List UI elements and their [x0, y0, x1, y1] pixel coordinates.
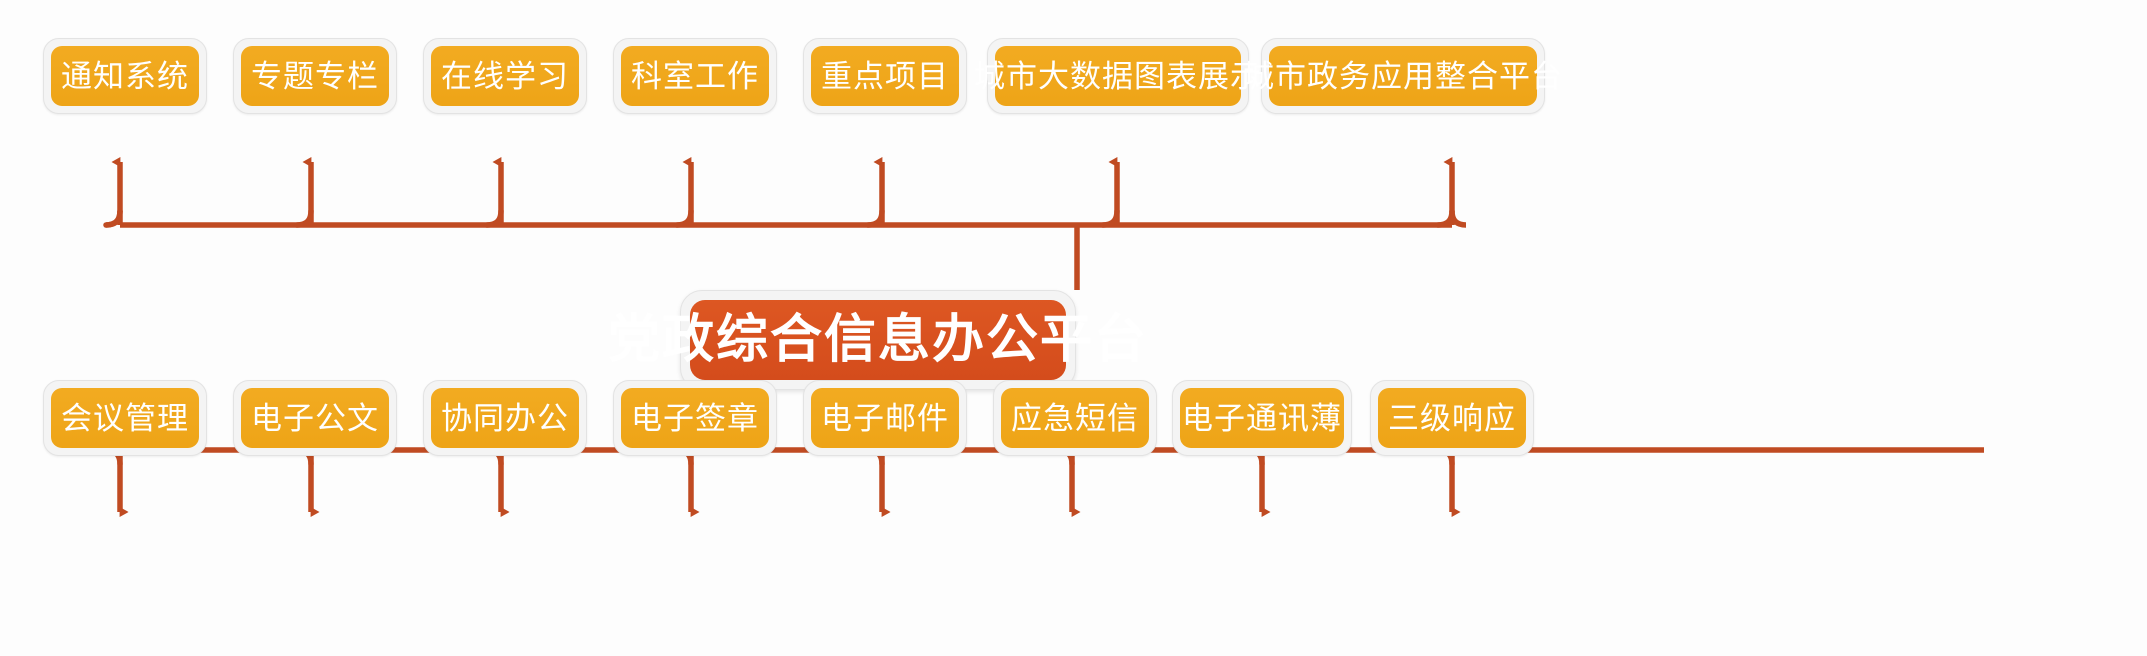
bottom-node-1-label: 会议管理	[61, 400, 189, 436]
top-node-6-fill: 城市大数据图表展示	[974, 46, 1261, 106]
top-node-6-label: 城市大数据图表展示	[974, 58, 1262, 94]
bottom-node-1-fill: 会议管理	[51, 388, 199, 448]
bottom-node-5-fill: 电子邮件	[811, 388, 959, 448]
elbow-up-1	[103, 208, 123, 228]
elbow-up-4	[674, 208, 694, 228]
root-node-fill: 党政综合信息办公平台	[608, 300, 1146, 380]
elbow-up-6	[1100, 208, 1120, 228]
upper-bus-left-elbow	[105, 210, 123, 228]
bottom-node-7-label: 电子通讯薄	[1182, 400, 1342, 436]
bottom-node-7-fill: 电子通讯薄	[1180, 388, 1344, 448]
bottom-node-8[interactable]: 三级响应	[1370, 380, 1534, 456]
bottom-node-3[interactable]: 协同办公	[423, 380, 587, 456]
top-node-2-label: 专题专栏	[251, 58, 379, 94]
top-node-4-fill: 科室工作	[621, 46, 769, 106]
bottom-node-7[interactable]: 电子通讯薄	[1172, 380, 1352, 456]
bottom-node-2-label: 电子公文	[251, 400, 379, 436]
top-node-6[interactable]: 城市大数据图表展示	[974, 38, 1261, 114]
bottom-node-6[interactable]: 应急短信	[993, 380, 1157, 456]
bottom-node-8-fill: 三级响应	[1378, 388, 1526, 448]
root-node[interactable]: 党政综合信息办公平台	[608, 290, 1146, 390]
bottom-node-6-label: 应急短信	[1011, 400, 1139, 436]
top-node-1[interactable]: 通知系统	[43, 38, 207, 114]
bottom-node-4-label: 电子签章	[631, 400, 759, 436]
bottom-node-8-label: 三级响应	[1388, 400, 1516, 436]
bottom-node-5-label: 电子邮件	[821, 400, 949, 436]
bottom-node-3-fill: 协同办公	[431, 388, 579, 448]
top-node-5-fill: 重点项目	[811, 46, 959, 106]
bottom-node-4[interactable]: 电子签章	[613, 380, 777, 456]
top-node-7-fill: 城市政务应用整合平台	[1243, 46, 1562, 106]
top-node-5[interactable]: 重点项目	[803, 38, 967, 114]
top-node-1-label: 通知系统	[61, 58, 189, 94]
top-node-1-fill: 通知系统	[51, 46, 199, 106]
top-node-2[interactable]: 专题专栏	[233, 38, 397, 114]
bottom-node-5[interactable]: 电子邮件	[803, 380, 967, 456]
top-node-7[interactable]: 城市政务应用整合平台	[1243, 38, 1562, 114]
bottom-node-6-fill: 应急短信	[1001, 388, 1149, 448]
elbow-up-2	[294, 208, 314, 228]
root-node-label: 党政综合信息办公平台	[608, 311, 1149, 369]
top-node-4-label: 科室工作	[631, 58, 759, 94]
top-node-3[interactable]: 在线学习	[423, 38, 587, 114]
bottom-node-1[interactable]: 会议管理	[43, 380, 207, 456]
top-node-7-label: 城市政务应用整合平台	[1243, 58, 1563, 94]
bottom-node-2[interactable]: 电子公文	[233, 380, 397, 456]
bottom-node-2-fill: 电子公文	[241, 388, 389, 448]
top-node-3-fill: 在线学习	[431, 46, 579, 106]
top-node-5-label: 重点项目	[821, 58, 949, 94]
elbow-up-7	[1435, 208, 1455, 228]
elbow-up-5	[865, 208, 885, 228]
top-node-3-label: 在线学习	[441, 58, 569, 94]
bottom-node-4-fill: 电子签章	[621, 388, 769, 448]
bottom-node-3-label: 协同办公	[441, 400, 569, 436]
elbow-up-3	[484, 208, 504, 228]
top-node-2-fill: 专题专栏	[241, 46, 389, 106]
top-node-4[interactable]: 科室工作	[613, 38, 777, 114]
upper-bus-right-elbow	[1449, 210, 1467, 228]
